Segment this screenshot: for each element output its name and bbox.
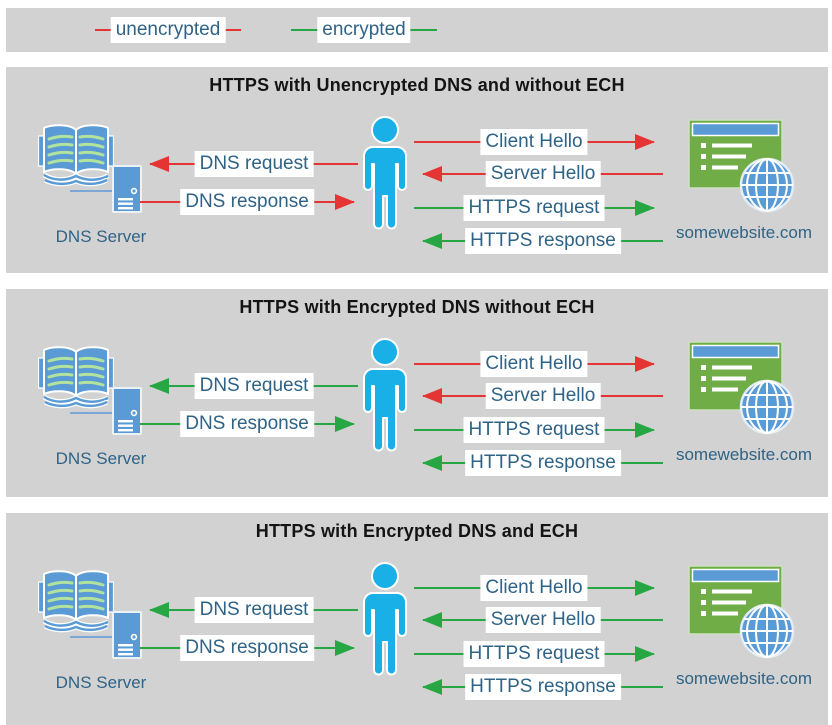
arrow-label: HTTPS response	[465, 674, 621, 700]
book-server-connector	[70, 636, 112, 638]
user-person-icon	[363, 116, 407, 230]
arrowhead-right-icon	[635, 580, 655, 596]
arrowhead-right-icon	[635, 356, 655, 372]
arrow-label: DNS response	[180, 411, 314, 437]
dns-server-label: DNS Server	[55, 227, 147, 246]
dns-response-arrow: DNS response	[140, 189, 355, 215]
user-person-icon	[363, 562, 407, 676]
arrow-label: HTTPS request	[463, 195, 605, 221]
arrow-label: HTTPS request	[463, 641, 605, 667]
arrow-label: Server Hello	[485, 161, 601, 187]
dns-request-arrow: DNS request	[149, 597, 358, 623]
arrow-label: HTTPS response	[465, 450, 621, 476]
dns-server-label: DNS Server	[55, 449, 147, 468]
arrowhead-right-icon	[335, 416, 355, 432]
legend-item-unencrypted: unencrypted	[95, 17, 241, 43]
globe-icon	[739, 603, 795, 659]
panel-title: HTTPS with Unencrypted DNS and without E…	[209, 75, 625, 95]
arrow-label: Server Hello	[485, 383, 601, 409]
https-request-arrow: HTTPS request	[414, 417, 655, 443]
legend-item-encrypted: encrypted	[291, 17, 437, 43]
dns-server-icon	[112, 611, 142, 659]
panel-title: HTTPS with Encrypted DNS without ECH	[239, 297, 595, 317]
arrowhead-left-icon	[149, 378, 169, 394]
panel-encrypted-dns-and-ech: HTTPS with Encrypted DNS and ECH DNS Ser…	[6, 513, 828, 725]
arrow-label: Server Hello	[485, 607, 601, 633]
website-window-icon	[688, 341, 783, 411]
globe-icon	[739, 157, 795, 213]
arrowhead-left-icon	[422, 233, 442, 249]
client-hello-arrow: Client Hello	[414, 351, 655, 377]
panel-unencrypted-dns-no-ech: HTTPS with Unencrypted DNS and without E…	[6, 67, 828, 273]
arrowhead-left-icon	[149, 156, 169, 172]
panel-title: HTTPS with Encrypted DNS and ECH	[255, 521, 579, 541]
dns-directory-book-icon	[38, 124, 114, 187]
arrowhead-right-icon	[335, 194, 355, 210]
arrowhead-right-icon	[635, 200, 655, 216]
arrowhead-left-icon	[422, 679, 442, 695]
https-request-arrow: HTTPS request	[414, 195, 655, 221]
client-hello-arrow: Client Hello	[414, 575, 655, 601]
arrow-label: HTTPS response	[465, 228, 621, 254]
legend-bar: unencrypted encrypted	[6, 8, 828, 52]
panel-encrypted-dns-no-ech: HTTPS with Encrypted DNS without ECH DNS…	[6, 289, 828, 497]
book-server-connector	[70, 412, 112, 414]
https-request-arrow: HTTPS request	[414, 641, 655, 667]
arrow-label: DNS request	[194, 151, 314, 177]
dns-server-label: DNS Server	[55, 673, 147, 692]
arrowhead-right-icon	[635, 646, 655, 662]
arrowhead-right-icon	[335, 640, 355, 656]
arrow-label: DNS response	[180, 189, 314, 215]
dns-server-icon	[112, 387, 142, 435]
book-server-connector	[70, 190, 112, 192]
arrow-label: Client Hello	[480, 129, 588, 155]
dns-request-arrow: DNS request	[149, 151, 358, 177]
arrow-label: Client Hello	[480, 351, 588, 377]
user-person-icon	[363, 338, 407, 452]
dns-request-arrow: DNS request	[149, 373, 358, 399]
website-label: somewebsite.com	[675, 669, 813, 688]
dns-directory-book-icon	[38, 346, 114, 409]
client-hello-arrow: Client Hello	[414, 129, 655, 155]
website-label: somewebsite.com	[675, 223, 813, 242]
legend-label-unencrypted: unencrypted	[110, 17, 226, 43]
arrow-label: DNS request	[194, 373, 314, 399]
dns-response-arrow: DNS response	[140, 411, 355, 437]
arrow-label: HTTPS request	[463, 417, 605, 443]
server-hello-arrow: Server Hello	[422, 383, 663, 409]
arrowhead-left-icon	[422, 166, 442, 182]
arrowhead-right-icon	[635, 422, 655, 438]
https-response-arrow: HTTPS response	[422, 674, 663, 700]
dns-server-icon	[112, 165, 142, 213]
arrowhead-left-icon	[149, 602, 169, 618]
arrowhead-left-icon	[422, 612, 442, 628]
globe-icon	[739, 379, 795, 435]
server-hello-arrow: Server Hello	[422, 607, 663, 633]
https-response-arrow: HTTPS response	[422, 450, 663, 476]
arrow-label: Client Hello	[480, 575, 588, 601]
https-response-arrow: HTTPS response	[422, 228, 663, 254]
server-hello-arrow: Server Hello	[422, 161, 663, 187]
arrowhead-left-icon	[422, 455, 442, 471]
arrow-label: DNS request	[194, 597, 314, 623]
dns-directory-book-icon	[38, 570, 114, 633]
arrow-label: DNS response	[180, 635, 314, 661]
dns-response-arrow: DNS response	[140, 635, 355, 661]
arrowhead-left-icon	[422, 388, 442, 404]
website-label: somewebsite.com	[675, 445, 813, 464]
arrowhead-right-icon	[635, 134, 655, 150]
website-window-icon	[688, 119, 783, 189]
legend-label-encrypted: encrypted	[317, 17, 411, 43]
